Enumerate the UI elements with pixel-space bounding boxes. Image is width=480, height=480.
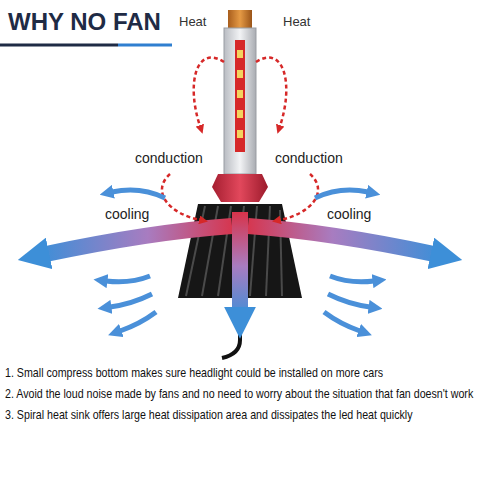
led-chip-strip <box>235 40 245 152</box>
notes-list: 1. Small compress bottom makes sure head… <box>5 364 477 427</box>
cooling-label: cooling <box>326 206 372 222</box>
note-text: 2. Avoid the loud noise made by fans and… <box>5 385 477 403</box>
cooling-arrow <box>248 226 434 254</box>
cooling-arrow <box>232 212 248 310</box>
note-text: 3. Spiral heat sink offers large heat di… <box>5 406 477 424</box>
cooling-arrow <box>46 226 232 254</box>
bulb-collar <box>212 174 268 202</box>
conduction-label: conduction <box>274 150 344 166</box>
note-text: 1. Small compress bottom makes sure head… <box>5 364 477 382</box>
diagram-title: WHY NO FAN <box>8 8 161 36</box>
heat-label: Heat <box>178 14 207 29</box>
conduction-label: conduction <box>134 150 204 166</box>
heat-flow-arrow <box>162 58 318 220</box>
title-underline-accent <box>118 44 172 47</box>
led-chips <box>237 50 243 138</box>
heat-label: Heat <box>282 14 311 29</box>
bulb-cap <box>228 10 252 30</box>
cooling-label: cooling <box>104 206 150 222</box>
bulb-body <box>224 28 256 174</box>
title-underline <box>0 44 118 47</box>
